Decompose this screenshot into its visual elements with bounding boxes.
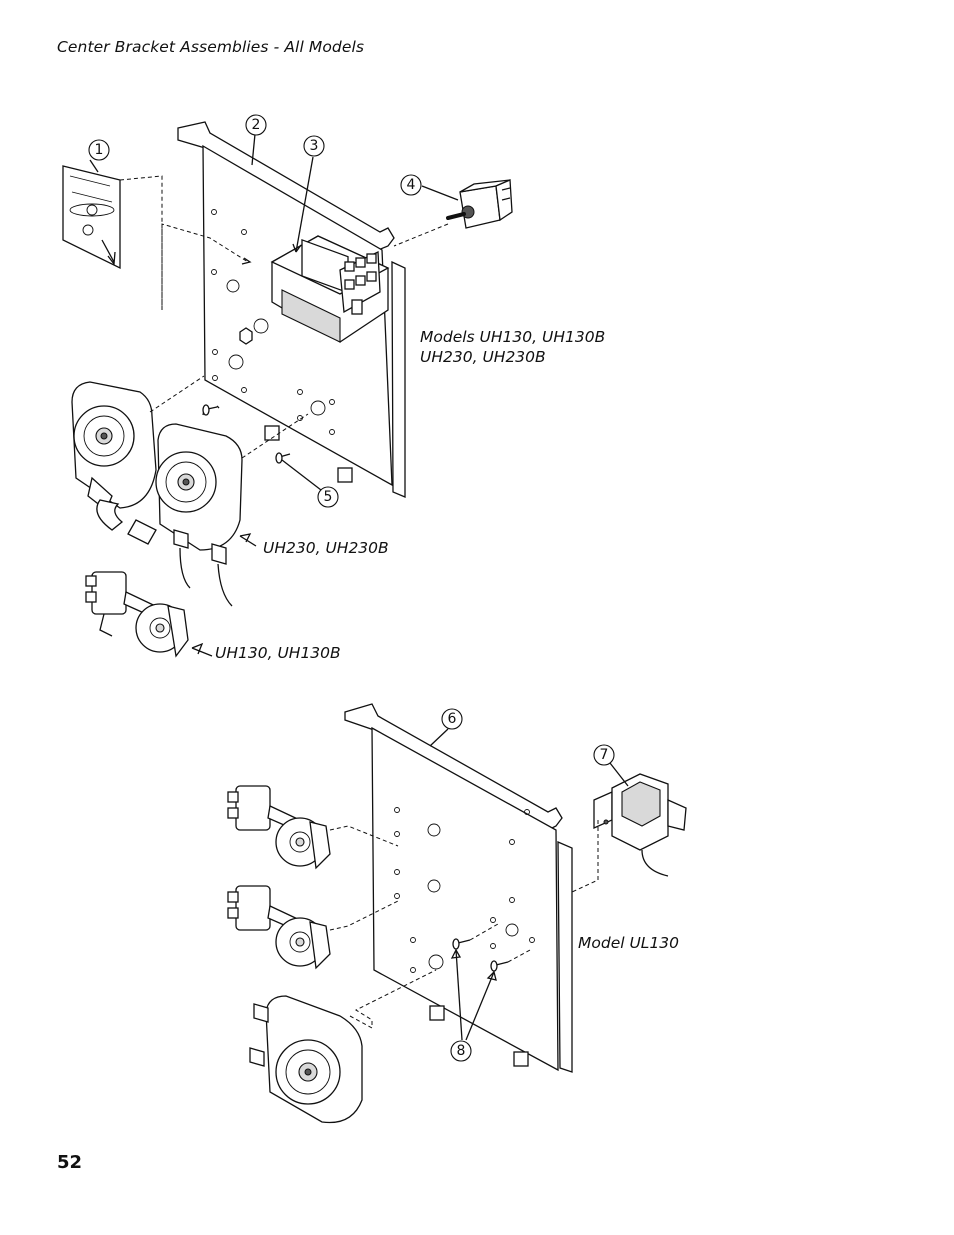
svg-text:2: 2 bbox=[252, 117, 261, 133]
svg-text:7: 7 bbox=[600, 747, 609, 763]
center-bracket-lower bbox=[344, 703, 573, 1073]
callout-7: 7 bbox=[593, 744, 615, 766]
svg-text:1: 1 bbox=[95, 142, 104, 158]
callout-8: 8 bbox=[450, 1040, 472, 1062]
rotor-assembly-lower-2 bbox=[227, 885, 331, 970]
label-models-uh-line2: UH230, UH230B bbox=[420, 348, 546, 366]
rotor-assembly-upper bbox=[85, 571, 189, 658]
page-title: Center Bracket Assemblies - All Models bbox=[57, 38, 365, 56]
svg-text:3: 3 bbox=[310, 138, 319, 154]
pump-head-lower bbox=[249, 995, 363, 1124]
relay-switch bbox=[593, 773, 687, 877]
callout-5: 5 bbox=[317, 486, 339, 508]
svg-text:4: 4 bbox=[407, 177, 416, 193]
page-number: 52 bbox=[57, 1152, 83, 1173]
svg-text:6: 6 bbox=[448, 711, 457, 727]
label-uh130: UH130, UH130B bbox=[215, 644, 341, 662]
svg-text:8: 8 bbox=[457, 1043, 466, 1059]
callout-3: 3 bbox=[303, 135, 325, 157]
callout-1: 1 bbox=[88, 139, 110, 161]
callout-4: 4 bbox=[400, 174, 422, 196]
pump-head-right bbox=[127, 423, 243, 607]
rotor-assembly-lower-1 bbox=[227, 785, 331, 870]
selector-decal bbox=[62, 165, 121, 270]
svg-text:5: 5 bbox=[324, 489, 333, 505]
label-uh230: UH230, UH230B bbox=[263, 539, 389, 557]
transformer bbox=[270, 235, 390, 343]
callout-2: 2 bbox=[245, 114, 267, 136]
label-models-uh-line1: Models UH130, UH130B bbox=[420, 328, 605, 346]
pump-head-left bbox=[71, 381, 157, 531]
callout-6: 6 bbox=[441, 708, 463, 730]
label-ul130: Model UL130 bbox=[578, 934, 679, 952]
toggle-switch bbox=[446, 179, 513, 229]
